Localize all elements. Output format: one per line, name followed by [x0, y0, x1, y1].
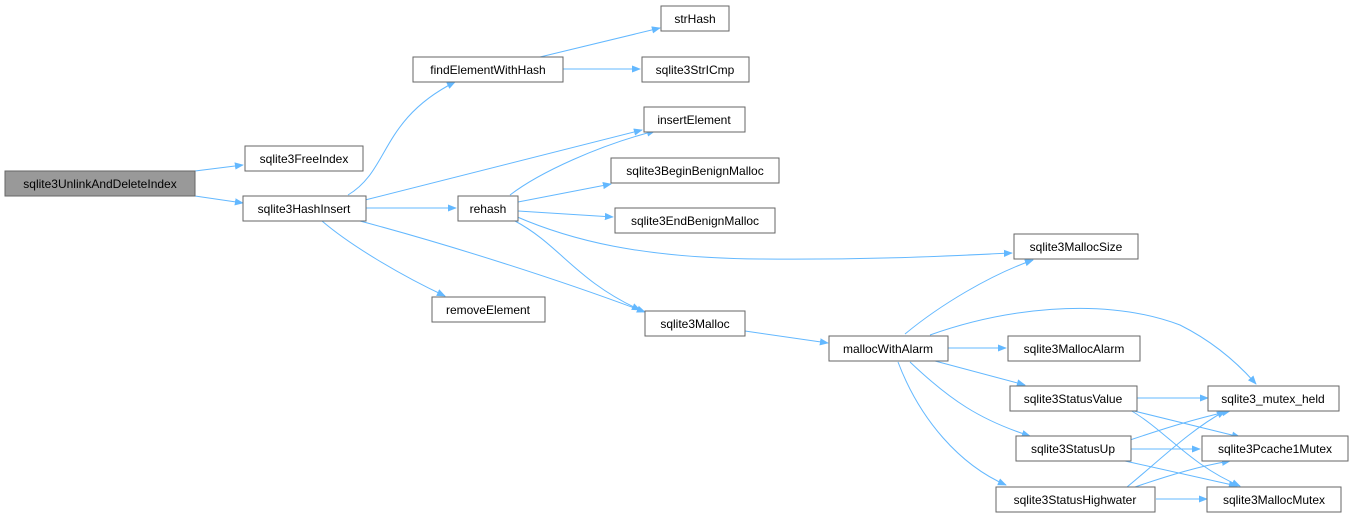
edge-findelement-strhash: [539, 26, 661, 58]
node-sqlite3mallocsize[interactable]: sqlite3MallocSize: [1013, 233, 1139, 260]
node-label: sqlite3StatusValue: [1024, 392, 1123, 406]
edge-hashinsert-findelement: [347, 81, 456, 196]
node-label: sqlite3EndBenignMalloc: [631, 214, 759, 228]
edge-hashinsert-removeelement: [321, 220, 446, 297]
node-label: sqlite3StatusHighwater: [1014, 493, 1137, 507]
node-label: strHash: [674, 12, 715, 26]
node-sqlite3malloc[interactable]: sqlite3Malloc: [644, 310, 746, 337]
edge-hashinsert-malloc: [359, 220, 646, 313]
edges: [194, 26, 1257, 503]
node-label: sqlite3UnlinkAndDeleteIndex: [23, 177, 176, 191]
edge-highwater-mutexheld: [1126, 410, 1226, 488]
node-label: findElementWithHash: [430, 63, 545, 77]
node-sqlite3-mutex-held[interactable]: sqlite3_mutex_held: [1207, 385, 1340, 412]
node-label: rehash: [470, 202, 507, 216]
edge-mwa-statusvalue: [934, 360, 1026, 387]
node-mallocwithalarm[interactable]: mallocWithAlarm: [828, 335, 949, 362]
node-sqlite3endbenignmalloc[interactable]: sqlite3EndBenignMalloc: [614, 207, 776, 234]
edge-rehash-endbenign: [517, 210, 614, 221]
edge-mwa-highwater: [897, 361, 1007, 486]
node-sqlite3stricmp[interactable]: sqlite3StrICmp: [641, 56, 750, 83]
node-sqlite3statusvalue[interactable]: sqlite3StatusValue: [1009, 385, 1138, 412]
edge-mwa-statusup: [909, 361, 1031, 437]
node-label: sqlite3HashInsert: [258, 202, 351, 216]
node-label: mallocWithAlarm: [843, 342, 933, 356]
node-removeelement[interactable]: removeElement: [431, 296, 546, 323]
node-label: sqlite3MallocMutex: [1223, 493, 1325, 507]
edge-mwa-mallocsize: [904, 259, 1034, 335]
node-insertelement[interactable]: insertElement: [643, 106, 746, 133]
edge-hashinsert-insertelement: [364, 128, 643, 201]
node-label: sqlite3MallocAlarm: [1024, 342, 1125, 356]
node-sqlite3unlinkanddeleteindex[interactable]: sqlite3UnlinkAndDeleteIndex: [4, 170, 196, 197]
edge-statusvalue-mallocmutex: [1129, 409, 1241, 487]
node-label: sqlite3StatusUp: [1031, 442, 1115, 456]
node-rehash[interactable]: rehash: [457, 195, 519, 222]
edge-rehash-mallocsize: [514, 215, 1013, 260]
node-label: insertElement: [657, 113, 731, 127]
edge-statusvalue-pcachemutex: [1129, 409, 1241, 439]
edge-highwater-pcachemutex: [1134, 458, 1231, 488]
edge-rehash-beginbenign: [517, 182, 612, 203]
edge-statusup-mallocmutex: [1124, 460, 1238, 488]
node-label: removeElement: [446, 303, 531, 317]
node-label: sqlite3StrICmp: [656, 63, 735, 77]
edge-malloc-mallocwithalarm: [744, 330, 829, 346]
node-sqlite3hashinsert[interactable]: sqlite3HashInsert: [242, 195, 367, 222]
edge-unlink-hashinsert: [194, 195, 244, 206]
node-strhash[interactable]: strHash: [660, 5, 730, 32]
node-sqlite3beginbenignmalloc[interactable]: sqlite3BeginBenignMalloc: [610, 157, 780, 184]
node-sqlite3freeindex[interactable]: sqlite3FreeIndex: [244, 145, 364, 172]
node-sqlite3mallocalarm[interactable]: sqlite3MallocAlarm: [1007, 335, 1141, 362]
node-sqlite3statushighwater[interactable]: sqlite3StatusHighwater: [995, 486, 1156, 513]
node-label: sqlite3Malloc: [660, 317, 729, 331]
node-sqlite3statusup[interactable]: sqlite3StatusUp: [1015, 435, 1132, 462]
node-sqlite3mallocmutex[interactable]: sqlite3MallocMutex: [1206, 486, 1342, 513]
edge-unlink-freeindex: [194, 162, 244, 172]
node-label: sqlite3_mutex_held: [1221, 392, 1324, 406]
edge-rehash-malloc: [514, 220, 641, 311]
node-label: sqlite3Pcache1Mutex: [1218, 442, 1332, 456]
edge-mwa-mutexheld: [929, 307, 1257, 385]
node-label: sqlite3MallocSize: [1030, 240, 1123, 254]
node-label: sqlite3FreeIndex: [260, 152, 349, 166]
edge-rehash-insertelement: [509, 129, 656, 196]
node-sqlite3pcache1mutex[interactable]: sqlite3Pcache1Mutex: [1201, 435, 1349, 462]
node-findelementwithhash[interactable]: findElementWithHash: [412, 56, 564, 83]
node-label: sqlite3BeginBenignMalloc: [626, 164, 763, 178]
